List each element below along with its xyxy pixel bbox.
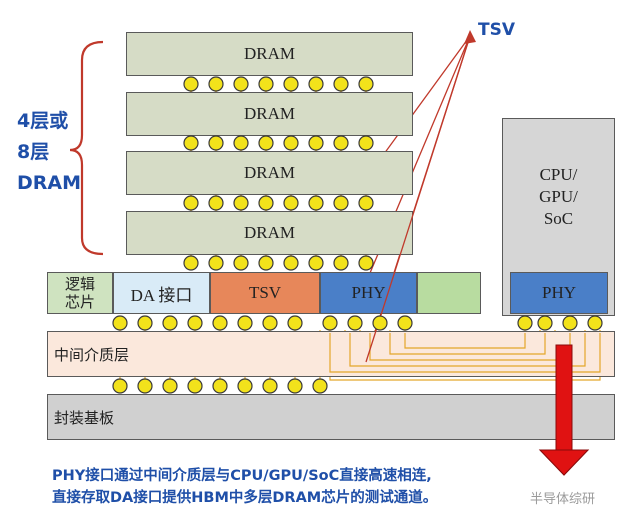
da-interface-block: DA 接口 (113, 272, 210, 314)
dram-layer-4: DRAM (126, 211, 413, 255)
package-substrate: 封装基板 (47, 394, 615, 440)
red-down-arrow-top (538, 344, 590, 476)
stack-note-line1: 4层或 (17, 110, 69, 132)
caption: PHY接口通过中间介质层与CPU/GPU/SoC直接高速相连, 直接存取DA接口… (52, 465, 437, 509)
logic-die-extension (417, 272, 481, 314)
phy-left-block: PHY (320, 272, 417, 314)
phy-right-block: PHY (510, 272, 608, 314)
dram-layer-2: DRAM (126, 92, 413, 136)
dram-layer-3: DRAM (126, 151, 413, 195)
caption-line2: 直接存取DA接口提供HBM中多层DRAM芯片的测试通道。 (52, 490, 438, 506)
stack-note-line2: 8层 (17, 141, 50, 163)
stack-note: 4层或 8层 DRAM (17, 106, 81, 199)
tsv-block: TSV (210, 272, 320, 314)
logic-die-label: 逻辑 芯片 (47, 272, 113, 314)
tsv-pointer-line-bottom (365, 35, 471, 363)
watermark: 半导体综研 (530, 492, 596, 507)
tsv-callout-label: TSV (478, 20, 515, 40)
stack-note-line3: DRAM (17, 172, 82, 194)
stack-brace (69, 40, 104, 256)
micro-bumps (112, 76, 603, 394)
dram-layer-1: DRAM (126, 32, 413, 76)
caption-line1: PHY接口通过中间介质层与CPU/GPU/SoC直接高速相连, (52, 468, 432, 484)
